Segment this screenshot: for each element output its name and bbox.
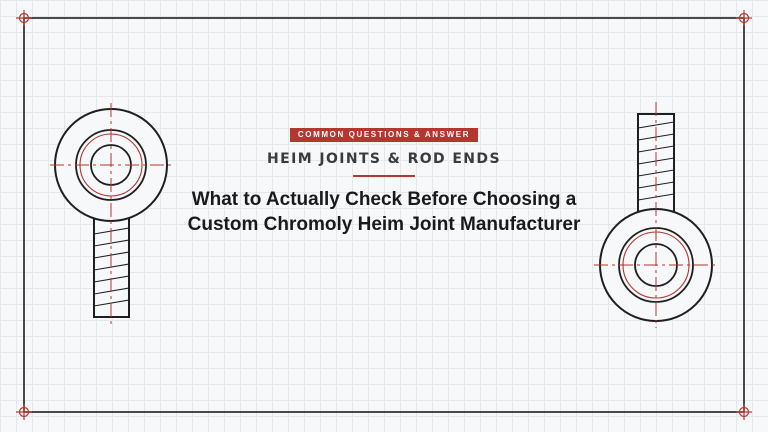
corner-crosshair-icon xyxy=(16,10,32,26)
corner-crosshair-icon xyxy=(736,404,752,420)
rod-end-drawing-right xyxy=(594,102,716,328)
hero-content: COMMON QUESTIONS & ANSWER HEIM JOINTS & … xyxy=(160,124,608,237)
page-title-line-1: What to Actually Check Before Choosing a xyxy=(191,189,577,210)
corner-crosshair-icon xyxy=(736,10,752,26)
drawing-frame xyxy=(23,17,745,413)
page-title-line-2: Custom Chromoly Heim Joint Manufacturer xyxy=(187,214,581,235)
page-title: What to Actually Check Before Choosing a… xyxy=(160,187,608,237)
corner-crosshair-icon xyxy=(16,404,32,420)
category-badge: COMMON QUESTIONS & ANSWER xyxy=(289,128,479,142)
category-heading: HEIM JOINTS & ROD ENDS xyxy=(267,151,501,167)
accent-divider xyxy=(353,175,415,177)
rod-end-drawing-left xyxy=(50,103,172,326)
